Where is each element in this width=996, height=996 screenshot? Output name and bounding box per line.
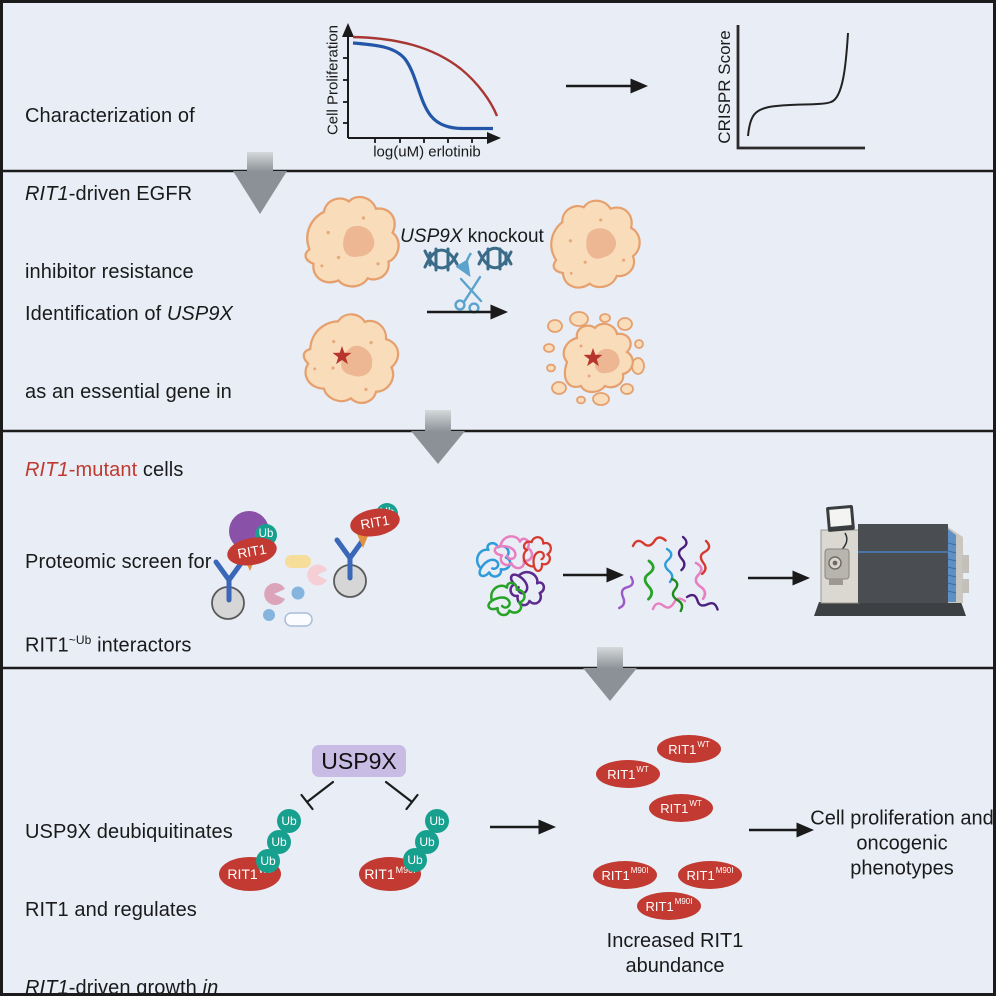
ub-chain1-1: Ub: [277, 809, 301, 833]
cell-apoptotic-right: [543, 311, 645, 406]
panel2-title-line1: Identification of USP9X: [25, 303, 233, 325]
panel2-title: Identification of USP9X as an essential …: [25, 249, 233, 535]
panel4-title-line2: RIT1 and regulates: [25, 899, 197, 921]
panel1-title-line3: inhibitor resistance: [25, 261, 194, 283]
crispr-plot-ylabel: CRISPR Score: [715, 30, 734, 144]
panel2-title-line2: as an essential gene in: [25, 381, 232, 403]
ub-chain2-2: Ub: [415, 830, 439, 854]
digested-peptides: [613, 535, 721, 614]
resistant-curve: [352, 35, 499, 117]
panel1-title-line2: RIT1-driven EGFR: [25, 183, 193, 205]
panel3-title-line1: Proteomic screen for: [25, 551, 212, 573]
panel3-title: Proteomic screen for RIT1~Ub interactors: [25, 497, 212, 711]
outcome-text: Cell proliferation and oncogenic phenoty…: [810, 807, 994, 880]
monitor-icon: [826, 504, 855, 532]
dna-knockout-icon: [423, 246, 513, 314]
ub-chain1-2: Ub: [267, 830, 291, 854]
panel2-title-line3: RIT1-mutant cells: [25, 459, 184, 481]
inhibition-tbars: [300, 780, 419, 811]
bead-antibody-2: [333, 531, 370, 598]
sensitive-curve: [352, 41, 493, 131]
scissors-icon: [454, 275, 483, 314]
dose-plot-xlabel: log(uM) erlotinib: [373, 143, 481, 161]
ub-chain2-3: Ub: [403, 848, 427, 872]
big-arrow-3: [583, 647, 637, 701]
bait-debris: [263, 555, 327, 627]
folded-proteins: [471, 526, 559, 620]
cell-surviving-right: [540, 192, 649, 298]
big-arrow-1: [233, 152, 287, 214]
knockout-label: USP9X knockout: [400, 226, 544, 247]
panel4-title: USP9X deubiquitinates RIT1 and regulates…: [25, 767, 233, 996]
panel-dividers: [3, 169, 993, 670]
illustration-layer: [3, 23, 993, 838]
panel4-title-line3: RIT1-driven growth in: [25, 977, 219, 996]
panel4-title-line1: USP9X deubiquitinates: [25, 821, 233, 843]
crispr-score-plot: [736, 25, 865, 150]
panel3-title-line2: RIT1~Ub interactors: [25, 633, 192, 657]
cell-healthy-left: [304, 195, 400, 288]
crispr-rank-curve: [747, 32, 849, 137]
cell-mutant-left: [290, 299, 413, 420]
ub-chain2-1: Ub: [425, 809, 449, 833]
usp9x-box: USP9X: [312, 745, 406, 777]
dose-plot-ylabel: Cell Proliferation: [324, 24, 342, 136]
panel1-title-line1: Characterization of: [25, 105, 195, 127]
big-arrow-2: [411, 410, 465, 464]
abundance-caption: Increased RIT1 abundance: [606, 930, 744, 977]
ub-chain1-3: Ub: [256, 849, 280, 873]
dose-response-plot: [342, 23, 501, 144]
mass-spectrometer-icon: [814, 504, 969, 616]
panel1-title: Characterization of RIT1-driven EGFR inh…: [25, 51, 195, 337]
